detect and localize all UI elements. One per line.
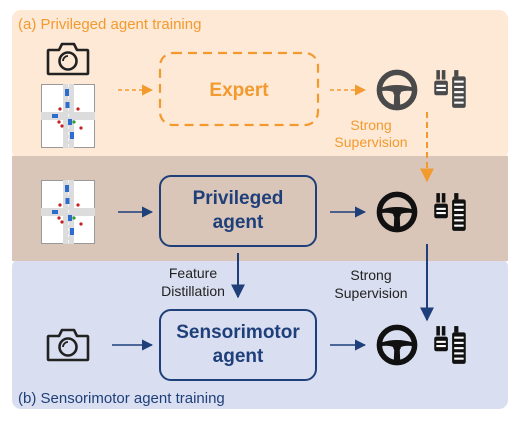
- strong-supervision-bottom-line1: Strong: [350, 267, 391, 283]
- bottom-panel-title: (b) Sensorimotor agent training: [18, 390, 225, 407]
- privileged-agent-label-line2: agent: [213, 212, 264, 233]
- feature-distillation-line2: Distillation: [161, 283, 225, 299]
- strong-supervision-bottom-line2: Supervision: [334, 285, 407, 301]
- feature-distillation-line1: Feature: [169, 265, 217, 281]
- sensorimotor-agent-box: [159, 309, 317, 381]
- bottom-panel: [12, 258, 508, 409]
- privileged-agent-label-line1: Privileged: [193, 188, 284, 209]
- expert-box: [158, 51, 320, 127]
- bird-eye-map-icon: [41, 180, 95, 244]
- sensorimotor-agent-label-line2: agent: [213, 346, 264, 367]
- strong-supervision-top-line2: Supervision: [334, 134, 407, 150]
- privileged-agent-box: [159, 175, 317, 247]
- top-panel-title: (a) Privileged agent training: [18, 16, 201, 33]
- expert-label: Expert: [209, 80, 269, 101]
- top-panel: [12, 10, 508, 160]
- strong-supervision-top-line1: Strong: [350, 117, 391, 133]
- bird-eye-map-icon: [41, 84, 95, 148]
- sensorimotor-agent-label-line1: Sensorimotor: [176, 322, 300, 343]
